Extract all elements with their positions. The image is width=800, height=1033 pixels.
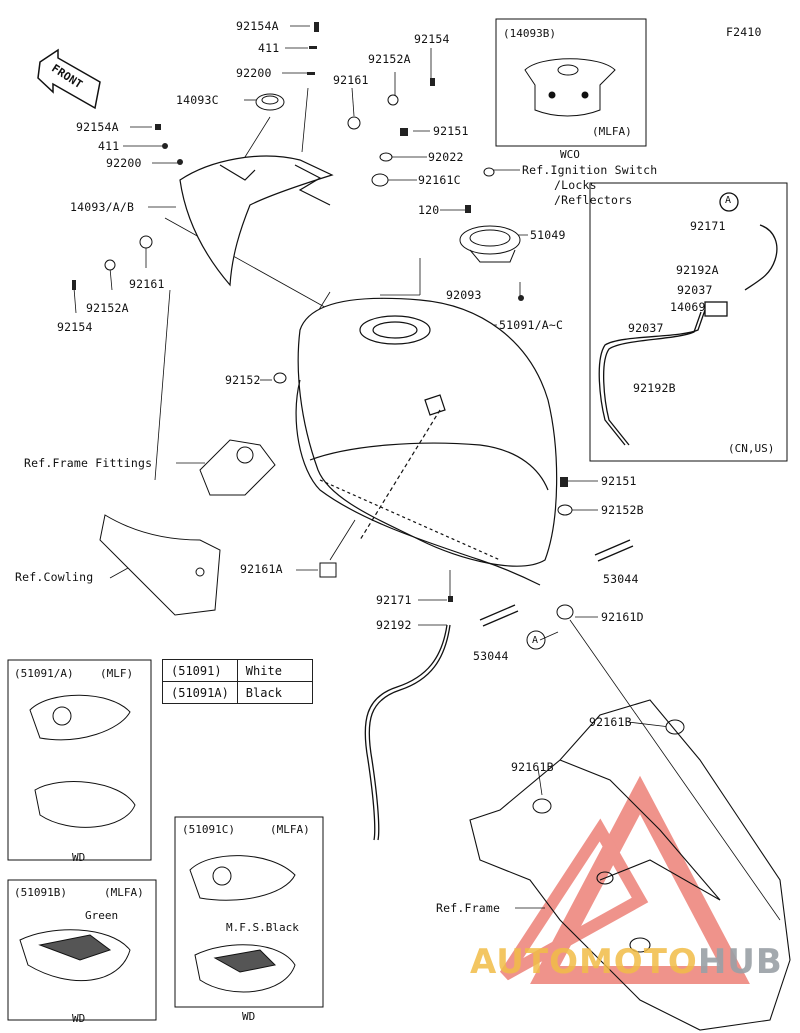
callout-92161B-right: 92161B: [589, 715, 632, 729]
callout-92161B-left: 92161B: [511, 760, 554, 774]
color-row: (51091A) Black: [162, 681, 313, 704]
front-arrow-icon: [37, 48, 101, 110]
inset-51091C-variant: (MLFA): [270, 823, 310, 836]
watermark-part1: AUTOMOTO: [470, 942, 698, 982]
callout-92151-right: 92151: [601, 474, 637, 488]
inset-51091C-caption: WD: [242, 1010, 256, 1023]
inset-hoses-markets: (CN,US): [728, 442, 775, 455]
circle-a-mid-label: A: [532, 635, 539, 646]
callout-92161A: 92161A: [240, 562, 283, 576]
cap-14093C: [255, 93, 285, 111]
inset-51091A-variant: (MLF): [100, 667, 134, 680]
watermark-text: AUTOMOTOHUB: [470, 942, 783, 982]
inset-hoses-92192B: 92192B: [633, 381, 676, 395]
color-part: (51091): [162, 659, 238, 682]
tank-variant-51091A: [29, 694, 136, 828]
frame-fittings: [199, 439, 276, 496]
inset-51091B-note: Green: [85, 909, 119, 922]
inset-51091B-title: (51091B): [14, 886, 67, 899]
tank-variant-51091C: [189, 855, 296, 993]
inset-hoses-circle-a: A: [725, 195, 732, 206]
callout-92200-top: 92200: [236, 66, 272, 80]
inset-hoses-92037-b: 92037: [628, 321, 664, 335]
fasteners: [72, 22, 568, 602]
ref-locks: /Locks: [554, 178, 597, 192]
ref-frame: Ref.Frame: [436, 901, 501, 915]
ref-ignition-switch: Ref.Ignition Switch: [522, 163, 658, 177]
inset-hoses-box: [589, 182, 788, 462]
callout-92154A-top: 92154A: [236, 19, 279, 33]
inset-51091B-caption: WD: [72, 1012, 86, 1025]
hose-set-inset: [598, 192, 778, 446]
callout-14093AB: 14093/A/B: [70, 200, 135, 214]
callout-92152A-top: 92152A: [368, 52, 411, 66]
tank-cover: [179, 155, 334, 287]
inset-hoses-14069: 14069: [670, 300, 706, 314]
inset-51091B-box: [7, 879, 157, 1021]
inset-14093B-variant: (MLFA): [592, 125, 632, 138]
inset-51091A-title: (51091/A): [14, 667, 74, 680]
figure-code: F2410: [726, 25, 762, 39]
callout-92200-left: 92200: [106, 156, 142, 170]
callout-92093: 92093: [446, 288, 482, 302]
tank-variant-51091B: [19, 929, 131, 982]
circle-a-mid: [526, 630, 546, 650]
ref-reflectors: /Reflectors: [554, 193, 633, 207]
callout-92171-mid: 92171: [376, 593, 412, 607]
inset-hoses-92171: 92171: [690, 219, 726, 233]
cap-14093B: [524, 58, 616, 117]
color-table: (51091) White (51091A) Black: [162, 659, 313, 704]
color-part: (51091A): [162, 681, 238, 704]
callout-92152B: 92152B: [601, 503, 644, 517]
callout-92152A-left: 92152A: [86, 301, 129, 315]
callout-92161-left: 92161: [129, 277, 165, 291]
inset-14093B-caption: WCO: [560, 148, 580, 161]
frame: [469, 699, 791, 1031]
inset-hoses-92192A: 92192A: [676, 263, 719, 277]
callout-53044-right: 53044: [603, 572, 639, 586]
inset-51091B-variant: (MLFA): [104, 886, 144, 899]
watermark-logo: [499, 775, 750, 984]
callout-92022: 92022: [428, 150, 464, 164]
ref-cowling: Ref.Cowling: [15, 570, 94, 584]
inset-51091C-title: (51091C): [182, 823, 235, 836]
grommets: [104, 94, 685, 814]
callout-53044-mid: 53044: [473, 649, 509, 663]
callout-92154-left: 92154: [57, 320, 93, 334]
inset-51091A-box: [7, 659, 152, 861]
fuel-tank: [295, 297, 558, 586]
callout-92154A-left: 92154A: [76, 120, 119, 134]
ref-frame-fittings: Ref.Frame Fittings: [24, 456, 153, 470]
callout-14093C: 14093C: [176, 93, 219, 107]
inset-hoses-92037-a: 92037: [677, 283, 713, 297]
inset-51091A-caption: WD: [72, 851, 86, 864]
callout-411-left: 411: [98, 139, 120, 153]
callout-92152: 92152: [225, 373, 261, 387]
inset-14093B-title: (14093B): [503, 27, 556, 40]
callout-92161-top: 92161: [333, 73, 369, 87]
breather-hose: [364, 539, 634, 841]
cowling: [99, 514, 221, 616]
inset-51091C-note: M.F.S.Black: [226, 921, 299, 934]
cap-lock-51049: [459, 225, 521, 263]
callout-92161C: 92161C: [418, 173, 461, 187]
inset-51091C-box: [174, 816, 324, 1008]
color-value: Black: [236, 681, 313, 704]
callout-92154-top: 92154: [414, 32, 450, 46]
inset-14093B-box: [495, 18, 647, 147]
callout-120: 120: [418, 203, 440, 217]
callout-411-top: 411: [258, 41, 280, 55]
callout-92192-mid: 92192: [376, 618, 412, 632]
color-row: (51091) White: [162, 659, 313, 682]
watermark-part2: HUB: [697, 942, 783, 982]
callout-92151-top: 92151: [433, 124, 469, 138]
callout-92161D: 92161D: [601, 610, 644, 624]
callout-51091AC: 51091/A~C: [499, 318, 564, 332]
callout-51049: 51049: [530, 228, 566, 242]
color-value: White: [236, 659, 313, 682]
